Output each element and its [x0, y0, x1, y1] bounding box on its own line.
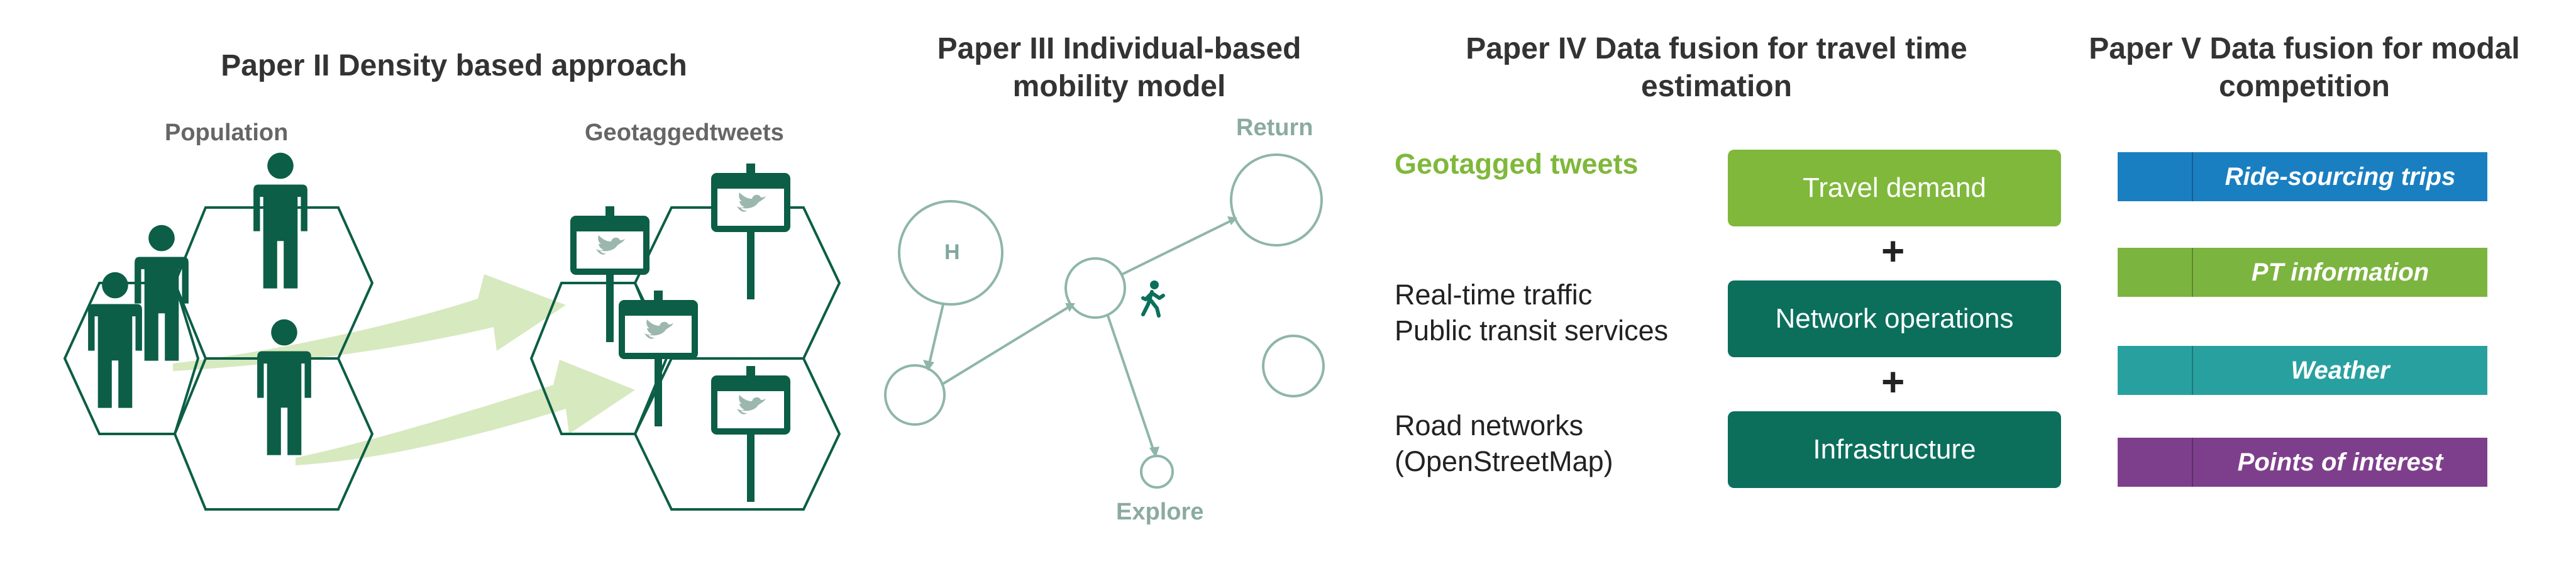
bar-label: PT information — [2251, 258, 2430, 286]
geotagged-tweets-label: Geotaggedtweets — [585, 119, 784, 146]
source-line: Real-time traffic — [1395, 279, 1593, 311]
bar-lead-segment — [2118, 152, 2193, 201]
source-traffic-transit: Real-time traffic Public transit service… — [1395, 277, 1668, 348]
mobility-graph — [884, 153, 1325, 489]
graph-arrowheads — [923, 216, 1237, 458]
panel4-title-line2: estimation — [1640, 70, 1793, 103]
bar-lead-segment — [2118, 248, 2193, 297]
panel5-title-line2: competition — [2219, 70, 2390, 103]
return-node — [1230, 153, 1323, 247]
tweet-sign-icons — [573, 164, 787, 502]
panel5-title-line1: Paper V Data fusion for modal — [2089, 32, 2520, 65]
explore-node — [1140, 455, 1174, 489]
source-road-networks: Road networks (OpenStreetMap) — [1395, 408, 1613, 479]
population-label: Population — [165, 119, 289, 146]
plus-sign: + — [1881, 228, 1905, 274]
plus-sign: + — [1881, 359, 1905, 404]
bar-points-of-interest: Points of interest — [2118, 438, 2487, 487]
bar-lead-segment — [2118, 438, 2193, 487]
node-lower-left — [884, 364, 946, 426]
panel4-title-line1: Paper IV Data fusion for travel time — [1466, 32, 1967, 65]
flow-arrows — [173, 274, 635, 465]
panel4-title: Paper IV Data fusion for travel time est… — [1415, 30, 2018, 106]
bar-label: Weather — [2291, 356, 2390, 384]
panel3-title: Paper III Individual-based mobility mode… — [880, 30, 1358, 106]
source-line: Public transit services — [1395, 314, 1669, 347]
bar-label: Ride-sourcing trips — [2225, 162, 2456, 191]
bar-weather: Weather — [2118, 346, 2487, 395]
bar-pt-information: PT information — [2118, 248, 2487, 297]
infrastructure-box: Infrastructure — [1728, 411, 2061, 488]
bar-ride-sourcing-trips: Ride-sourcing trips — [2118, 152, 2487, 201]
explore-label: Explore — [1116, 499, 1204, 525]
home-node — [898, 200, 1003, 306]
node-current — [1064, 257, 1126, 319]
network-operations-box: Network operations — [1728, 280, 2061, 357]
panel5-title: Paper V Data fusion for modal competitio… — [2062, 30, 2546, 106]
source-geotagged-tweets: Geotagged tweets — [1395, 148, 1639, 180]
panel3-title-line1: Paper III Individual-based — [937, 32, 1302, 65]
bar-label: Points of interest — [2237, 448, 2443, 476]
hexagon-grid — [63, 206, 841, 511]
walking-person-icon — [1141, 280, 1165, 318]
home-label: H — [944, 240, 960, 264]
panel2-title: Paper II Density based approach — [221, 49, 687, 82]
node-isolated — [1262, 335, 1325, 397]
source-line: (OpenStreetMap) — [1395, 445, 1613, 478]
bar-lead-segment — [2118, 346, 2193, 395]
source-line: Road networks — [1395, 409, 1584, 441]
panel3-title-line2: mobility model — [1012, 70, 1226, 103]
travel-demand-box: Travel demand — [1728, 150, 2061, 226]
return-label: Return — [1236, 114, 1313, 141]
person-icons — [88, 152, 311, 455]
